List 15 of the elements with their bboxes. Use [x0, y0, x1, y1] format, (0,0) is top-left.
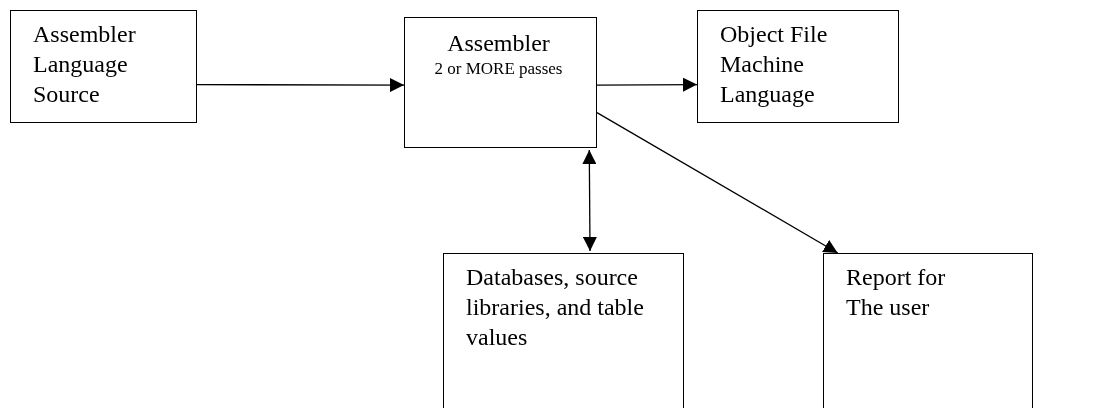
box-label: Assembler: [446, 29, 551, 58]
process-box: [823, 253, 1033, 408]
arrow: [596, 111, 839, 254]
process-box: [404, 17, 597, 148]
box-label: Assembler Language Source: [33, 20, 137, 109]
arrow: [196, 78, 405, 93]
process-box: [697, 10, 899, 123]
box-subtitle: 2 or MORE passes: [433, 58, 564, 80]
arrow: [596, 77, 698, 92]
box-label: Report for The user: [846, 263, 947, 322]
box-label: Databases, source libraries, and table values: [466, 263, 645, 352]
arrow: [582, 149, 597, 252]
process-box: [10, 10, 197, 123]
box-label: Object File Machine Language: [720, 20, 829, 109]
process-box: [443, 253, 684, 408]
